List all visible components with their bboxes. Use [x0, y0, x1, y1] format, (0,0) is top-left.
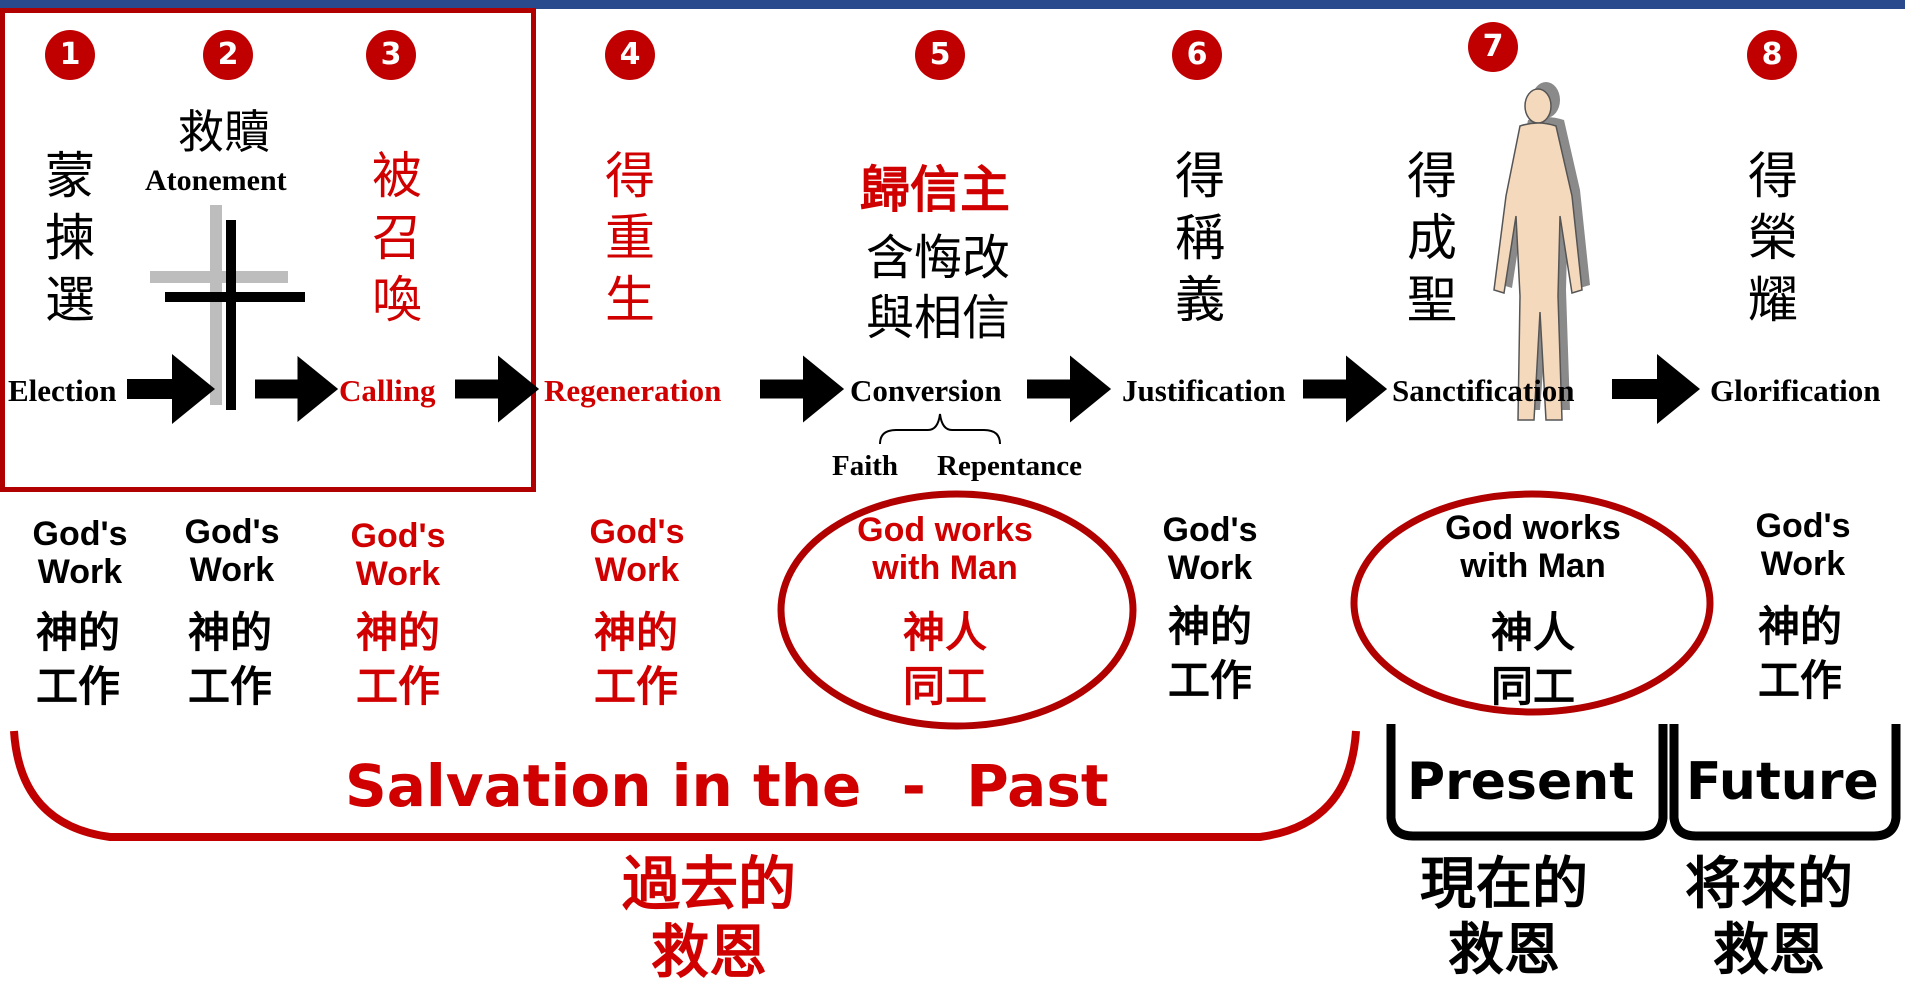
atonement-cjk: 救贖	[178, 105, 270, 159]
work-cn-5: 神人 同工	[902, 608, 987, 711]
past-label-cn: 過去的 救恩	[622, 850, 797, 986]
arrow-right-icon	[1303, 355, 1388, 423]
work-cn-3: 神的 工作	[355, 608, 440, 711]
arrow-right-icon	[255, 355, 339, 423]
arrow-right-icon	[127, 354, 215, 424]
present-label-cn: 現在的 救恩	[1420, 852, 1588, 983]
work-cn-8: 神的 工作	[1757, 602, 1842, 705]
step-8-badge: 8	[1747, 30, 1797, 80]
past-bracket	[10, 730, 1360, 841]
present-label: Present	[1407, 752, 1635, 812]
past-group-box	[0, 8, 536, 492]
cross-icon	[150, 205, 305, 410]
future-label: Future	[1686, 752, 1879, 812]
work-cn-6: 神的 工作	[1167, 602, 1252, 705]
work-caption-6: God's Work	[1162, 511, 1258, 587]
arrow-right-icon	[455, 355, 540, 423]
work-cn-4: 神的 工作	[593, 608, 678, 711]
work-caption-7: God works with Man	[1445, 509, 1621, 585]
election-term: Election	[8, 373, 117, 408]
sanctification-cjk: 得 成 聖	[1407, 147, 1457, 329]
calling-cjk: 被 召 喚	[372, 147, 422, 329]
step-1-badge: 1	[45, 30, 95, 80]
highlight-ellipse-sanctification	[1350, 490, 1714, 716]
present-bracket	[1386, 724, 1668, 841]
conversion-cjk-sub: 含悔改 與相信	[866, 230, 1011, 346]
arrow-right-icon	[1027, 355, 1112, 423]
work-caption-4: God's Work	[589, 513, 685, 589]
step-6-badge: 6	[1172, 30, 1222, 80]
work-cn-7: 神人 同工	[1490, 608, 1575, 711]
step-7-badge: 7	[1468, 22, 1518, 72]
calling-term: Calling	[339, 373, 436, 408]
regeneration-term: Regeneration	[544, 373, 722, 408]
brace-icon	[879, 413, 1001, 445]
justification-cjk: 得 稱 義	[1175, 147, 1225, 329]
election-cjk: 蒙 揀 選	[45, 147, 95, 329]
glorification-cjk: 得 榮 耀	[1748, 147, 1798, 329]
human-figure-icon	[1493, 82, 1590, 421]
arrow-right-icon	[760, 355, 845, 423]
work-caption-3: God's Work	[350, 517, 446, 593]
step-5-badge: 5	[915, 30, 965, 80]
highlight-ellipse-conversion	[777, 490, 1137, 730]
work-cn-1: 神的 工作	[35, 608, 120, 711]
work-caption-8: God's Work	[1755, 507, 1851, 583]
faith-label: Faith	[832, 450, 899, 482]
future-label-cn: 将來的 救恩	[1685, 852, 1853, 983]
regeneration-cjk: 得 重 生	[605, 147, 655, 329]
work-caption-2: God's Work	[184, 513, 280, 589]
step-2-badge: 2	[203, 30, 253, 80]
conversion-term: Conversion	[850, 373, 1002, 408]
top-bar	[0, 0, 1905, 9]
conversion-cjk: 歸信主	[860, 161, 1010, 219]
work-cn-2: 神的 工作	[187, 608, 272, 711]
past-label: Salvation in the - Past	[345, 752, 1109, 820]
sanctification-term: Sanctification	[1392, 373, 1575, 408]
atonement-term: Atonement	[145, 164, 287, 197]
repentance-label: Repentance	[937, 450, 1082, 482]
justification-term: Justification	[1122, 373, 1286, 408]
work-caption-1: God's Work	[32, 515, 128, 591]
step-4-badge: 4	[605, 30, 655, 80]
future-bracket	[1669, 724, 1901, 841]
glorification-term: Glorification	[1710, 373, 1881, 408]
work-caption-5: God works with Man	[857, 511, 1033, 587]
step-3-badge: 3	[366, 30, 416, 80]
arrow-right-icon	[1612, 354, 1700, 424]
